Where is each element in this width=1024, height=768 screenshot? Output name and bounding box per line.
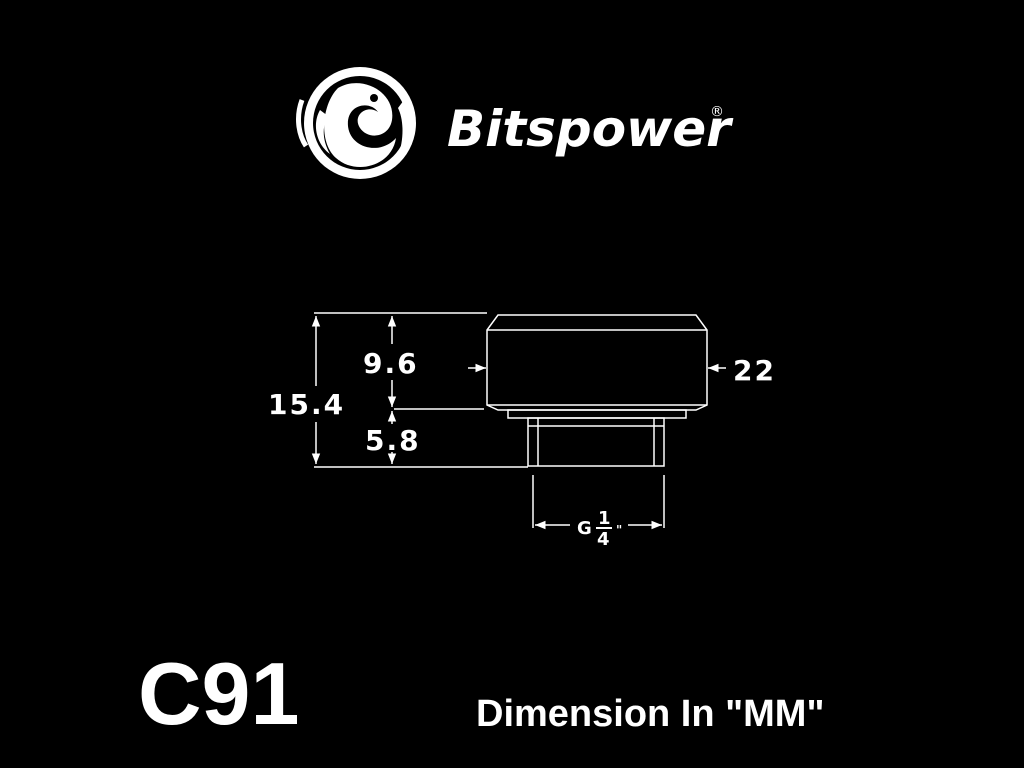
fitting-head [486,314,708,411]
thread-size-label: G 1 4 " [577,508,622,550]
fitting-washer [507,409,687,419]
thread-unit: " [616,523,622,537]
thread-height-label: 5.8 [365,424,421,457]
dimension-unit-caption: Dimension In "MM" [476,693,824,735]
thread-numerator: 1 [598,508,613,529]
registered-mark: ® [710,104,724,120]
head-diameter-label: 22 [733,354,776,387]
model-number: C91 [138,644,299,743]
extension-lines [314,312,665,528]
head-height-label: 9.6 [363,347,419,380]
fitting-outline [486,314,708,467]
thread-prefix: G [577,518,594,539]
fitting-thread [527,417,665,467]
brand-name: Bitspower [447,100,734,158]
thread-denominator: 4 [597,529,612,550]
bitspower-dragon-logo-icon [296,67,416,179]
total-height-label: 15.4 [268,388,345,421]
dimension-arrows [311,316,726,530]
